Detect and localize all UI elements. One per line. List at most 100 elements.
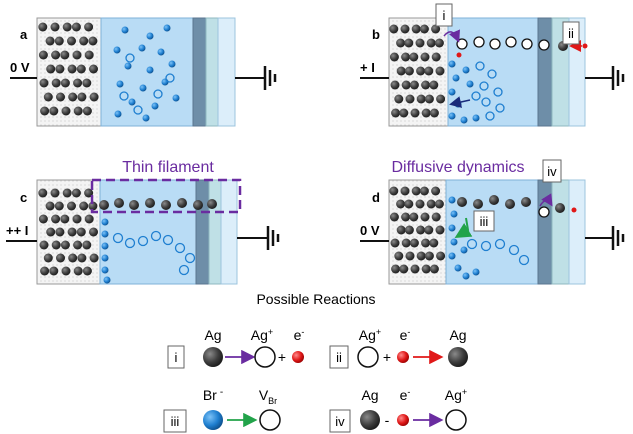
ag-atom	[39, 78, 49, 88]
ag-atom	[405, 94, 415, 104]
br-vacancy	[133, 105, 143, 115]
br-ion	[462, 272, 470, 280]
br-vacancy	[518, 254, 530, 266]
panel-d: Diffusive dynamics iv iii d 0 V	[360, 159, 625, 285]
ag-atom	[76, 64, 86, 74]
ag-atom	[404, 225, 414, 235]
br-ion	[101, 254, 109, 262]
ag-atom	[411, 186, 421, 196]
br-ion-cluster	[113, 24, 180, 122]
ag-atom	[521, 197, 531, 207]
ag-filament-row	[457, 195, 565, 213]
ag-atom-icon	[360, 410, 380, 430]
br-vacancy	[178, 264, 190, 276]
br-ion	[142, 114, 150, 122]
ag-atom	[129, 200, 139, 210]
br-ion	[172, 94, 180, 102]
ag-atom	[51, 78, 61, 88]
br-ion	[116, 80, 124, 88]
ag-vacancy	[521, 38, 533, 50]
br-ion	[472, 268, 480, 276]
br-ion	[448, 196, 456, 204]
ag-atom-cluster	[389, 186, 446, 274]
ag-atom	[399, 108, 409, 118]
br-vacancy	[508, 244, 520, 256]
ag-vacancy-row	[456, 36, 550, 51]
ag-vacancy	[538, 39, 550, 51]
ag-atom	[72, 214, 82, 224]
ag-atom	[400, 24, 410, 34]
ag-atom	[51, 50, 61, 60]
panel-a: a 0 V	[10, 17, 277, 127]
reaction-iv: iv Ag - e- Ag+	[329, 387, 467, 433]
ag-atom	[416, 94, 426, 104]
ag-atom	[193, 200, 203, 210]
br-ion	[161, 78, 169, 86]
br-vacancy	[480, 240, 492, 252]
ag-vacancy	[473, 36, 485, 48]
oxidation-arrow	[539, 193, 553, 207]
ag-filament-row	[99, 198, 217, 210]
ag-atom	[89, 253, 99, 263]
ag-atom	[145, 198, 155, 208]
ag-atom	[45, 201, 55, 211]
br-vacancy	[494, 238, 506, 250]
br-ion	[114, 110, 122, 118]
ag-atom	[389, 24, 399, 34]
ag-atom	[409, 238, 419, 248]
ag-atom	[391, 264, 401, 274]
ag-atom	[429, 80, 439, 90]
br-vacancy	[150, 230, 162, 242]
br-vacancy	[184, 252, 196, 264]
ag-atom	[84, 214, 94, 224]
species-label: e-	[400, 327, 411, 343]
ag-atom	[54, 201, 64, 211]
ag-atom	[56, 253, 65, 263]
br-ion	[163, 24, 171, 32]
ag-atom	[45, 36, 55, 46]
legend-title: Possible Reactions	[256, 291, 375, 307]
electron	[456, 52, 462, 58]
reaction-label-box	[329, 345, 349, 369]
ag-atom	[411, 24, 421, 34]
ag-atom	[49, 266, 59, 276]
ag-atom	[89, 64, 98, 74]
ag-atom	[114, 198, 124, 208]
reaction-label: ii	[336, 350, 342, 365]
electron-icon	[397, 414, 409, 426]
ag-atom-icon	[203, 347, 223, 367]
ag-atom	[424, 225, 434, 235]
br-vacancy-row	[466, 206, 550, 266]
ag-atom	[88, 36, 98, 46]
ag-atom	[40, 266, 50, 276]
ag-atom	[429, 238, 439, 248]
br-vacancy-row	[112, 230, 196, 276]
ag-atom	[421, 80, 431, 90]
br-ion	[448, 112, 456, 120]
br-ion	[472, 114, 480, 122]
ag-atom	[60, 78, 70, 88]
br-ion	[101, 230, 109, 238]
ag-atom	[394, 251, 404, 261]
ag-atom	[420, 212, 430, 222]
vacancy-arrow	[454, 217, 473, 239]
marker-i: i	[443, 8, 446, 23]
br-vacancy	[481, 97, 491, 107]
ag-atom	[89, 92, 99, 102]
br-ion	[448, 88, 456, 96]
reaction-label-box	[163, 409, 187, 433]
br-vacancy	[495, 103, 505, 113]
ag-atom	[436, 94, 446, 104]
br-vacancy	[487, 69, 497, 79]
ag-atom	[389, 212, 399, 222]
reaction-iii: iii Br- VBr	[163, 387, 281, 433]
species-label: e-	[294, 327, 305, 343]
ag-atom	[399, 264, 409, 274]
ag-atom	[431, 212, 441, 222]
ag-atom	[410, 264, 420, 274]
ag-atom	[49, 106, 59, 116]
ag-atom	[177, 198, 187, 208]
ag-atom	[424, 94, 434, 104]
ag-atom	[62, 188, 72, 198]
ag-atom	[77, 92, 87, 102]
